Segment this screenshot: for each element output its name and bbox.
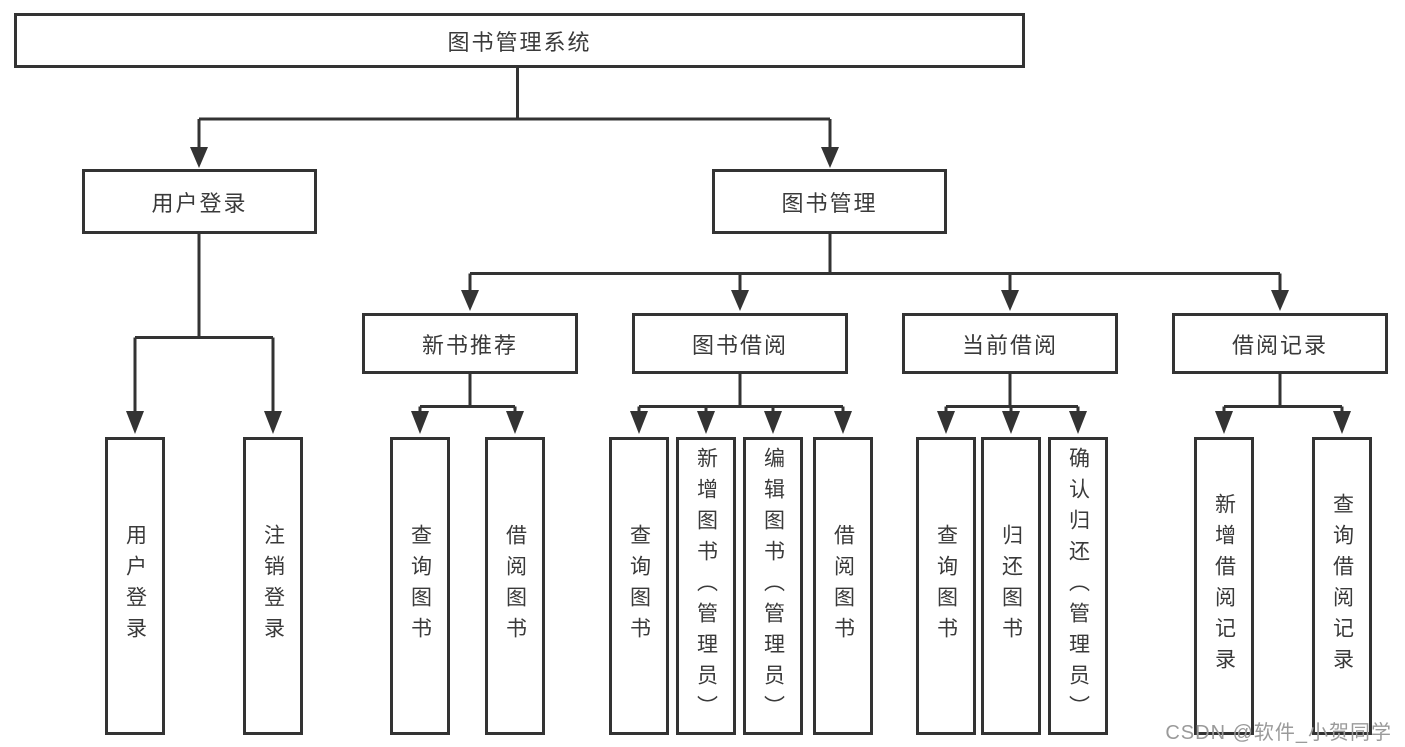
leaf-borrow-books-1: 借阅图书 — [485, 437, 545, 735]
node-label: 图书管理 — [781, 190, 878, 216]
leaf-label: 查询借阅记录 — [1330, 493, 1354, 679]
node-new-book-recommendation: 新书推荐 — [362, 313, 578, 374]
connector-bookborrowing-fork — [637, 374, 845, 414]
node-label: 图书借阅 — [691, 332, 788, 358]
leaf-label: 查询图书 — [934, 524, 958, 648]
node-label: 借阅记录 — [1231, 332, 1328, 358]
leaf-label: 查询图书 — [627, 524, 651, 648]
node-book-management: 图书管理 — [712, 169, 947, 234]
leaf-label: 编辑图书（管理员） — [761, 446, 785, 726]
arrowheads-level2 — [190, 147, 839, 168]
leaf-user-login: 用户登录 — [105, 437, 165, 735]
leaf-edit-book-admin: 编辑图书（管理员） — [743, 437, 803, 735]
node-label: 用户登录 — [151, 190, 248, 216]
leaf-label: 归还图书 — [999, 524, 1023, 648]
watermark: CSDN @软件_小贺同学 — [1165, 722, 1392, 744]
connector-newbooks-fork — [418, 374, 517, 414]
arrowheads-level3 — [461, 290, 1289, 311]
connector-userlogin-fork — [133, 234, 275, 414]
leaf-label: 借阅图书 — [831, 524, 855, 648]
node-borrowing-records: 借阅记录 — [1172, 313, 1388, 374]
leaf-add-book-admin: 新增图书（管理员） — [676, 437, 736, 735]
arrowheads-newbooks-leaves — [411, 411, 524, 434]
connector-bookmgmt-to-level3 — [468, 234, 1282, 293]
connector-borrowingrecords-fork — [1222, 374, 1344, 414]
leaf-search-books-2: 查询图书 — [609, 437, 669, 735]
leaf-confirm-return-admin: 确认归还（管理员） — [1048, 437, 1108, 735]
leaf-label: 查询图书 — [408, 524, 432, 648]
leaf-search-books-3: 查询图书 — [916, 437, 976, 735]
leaf-logout: 注销登录 — [243, 437, 303, 735]
leaf-label: 注销登录 — [261, 524, 285, 648]
node-user-login: 用户登录 — [82, 169, 317, 234]
arrowheads-userlogin-leaves — [126, 411, 282, 434]
leaf-label: 新增图书（管理员） — [694, 446, 718, 726]
leaf-return-book: 归还图书 — [981, 437, 1041, 735]
leaf-search-books-1: 查询图书 — [390, 437, 450, 735]
connector-currentborrowing-fork — [944, 374, 1080, 414]
arrowheads-bookborrowing-leaves — [630, 411, 852, 434]
node-label: 当前借阅 — [961, 332, 1058, 358]
leaf-label: 借阅图书 — [503, 524, 527, 648]
leaf-add-borrow-record: 新增借阅记录 — [1194, 437, 1254, 735]
leaf-borrow-books-2: 借阅图书 — [813, 437, 873, 735]
leaf-label: 确认归还（管理员） — [1066, 446, 1090, 726]
leaf-label: 新增借阅记录 — [1212, 493, 1236, 679]
connector-root-to-level2 — [197, 68, 832, 150]
arrowheads-borrowingrecords-leaves — [1215, 411, 1351, 434]
node-label: 图书管理系统 — [447, 29, 592, 55]
node-book-borrowing: 图书借阅 — [632, 313, 848, 374]
node-library-management-system: 图书管理系统 — [14, 13, 1025, 68]
leaf-search-borrow-record: 查询借阅记录 — [1312, 437, 1372, 735]
arrowheads-currentborrowing-leaves — [937, 411, 1087, 434]
node-label: 新书推荐 — [421, 332, 518, 358]
leaf-label: 用户登录 — [123, 524, 147, 648]
node-current-borrowing: 当前借阅 — [902, 313, 1118, 374]
